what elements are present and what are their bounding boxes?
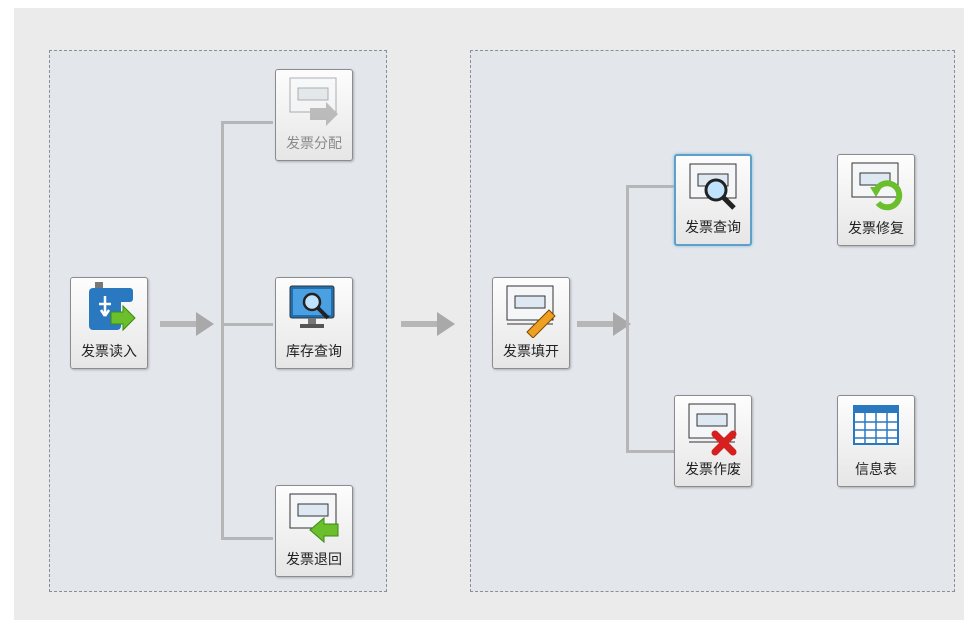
invoice-void-icon xyxy=(688,403,737,456)
invoice-search-icon xyxy=(689,163,737,210)
info-table-label: 信息表 xyxy=(855,462,897,478)
invoice-return-icon xyxy=(289,493,339,544)
invoice-forward-icon xyxy=(289,77,338,126)
flow-arrow-icon xyxy=(160,312,214,336)
connector-line xyxy=(626,185,674,188)
flow-arrow-icon xyxy=(401,312,455,336)
invoice-repair-icon xyxy=(851,162,903,211)
flow-arrow-icon xyxy=(577,312,631,336)
connector-line xyxy=(626,185,629,453)
invoice-return-button[interactable]: 发票退回 xyxy=(275,485,353,577)
connector-line xyxy=(221,121,224,539)
usb-import-icon xyxy=(89,282,136,332)
invoice-read-label: 发票读入 xyxy=(81,344,137,360)
info-table-button[interactable]: 信息表 xyxy=(837,395,915,487)
invoice-repair-button[interactable]: 发票修复 xyxy=(837,154,915,246)
connector-line xyxy=(626,450,674,453)
invoice-return-label: 发票退回 xyxy=(286,552,342,568)
invoice-read-button[interactable]: 发票读入 xyxy=(70,277,148,369)
invoice-fill-button[interactable]: 发票填开 xyxy=(492,277,570,369)
invoice-query-button[interactable]: 发票查询 xyxy=(674,154,752,246)
workflow-canvas: 发票读入 发票分配 库存查询 发票退回 xyxy=(14,8,964,620)
invoice-edit-icon xyxy=(506,285,556,338)
connector-line xyxy=(221,537,273,540)
monitor-search-icon xyxy=(289,285,335,328)
connector-line xyxy=(221,121,273,124)
invoice-repair-label: 发票修复 xyxy=(848,221,904,237)
invoice-void-label: 发票作废 xyxy=(685,462,741,478)
invoice-void-button[interactable]: 发票作废 xyxy=(674,395,752,487)
connector-line xyxy=(221,323,273,326)
invoice-allocate-label: 发票分配 xyxy=(286,136,342,152)
inventory-query-label: 库存查询 xyxy=(286,344,342,360)
invoice-allocate-button[interactable]: 发票分配 xyxy=(275,69,353,161)
table-icon xyxy=(853,405,899,445)
invoice-fill-label: 发票填开 xyxy=(503,344,559,360)
invoice-query-label: 发票查询 xyxy=(685,220,741,236)
inventory-query-button[interactable]: 库存查询 xyxy=(275,277,353,369)
